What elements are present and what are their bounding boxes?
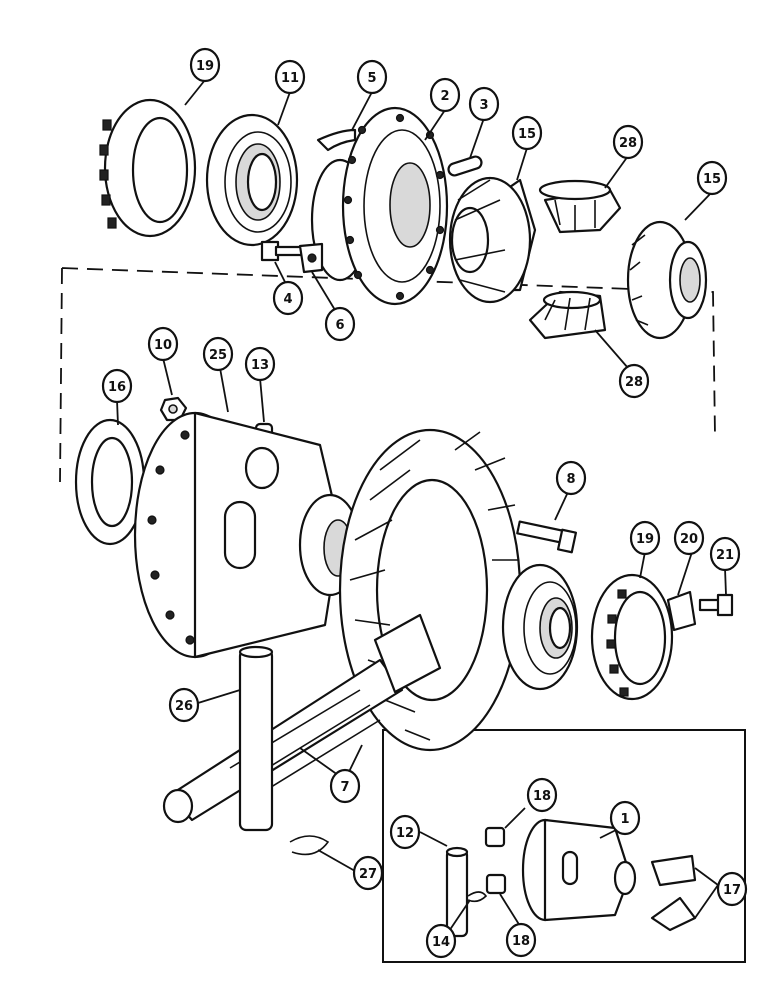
callout-c5: 5 bbox=[356, 59, 388, 95]
callout-c28b: 28 bbox=[618, 363, 650, 399]
side-gear-right bbox=[626, 220, 708, 340]
callout-c8: 8 bbox=[555, 460, 587, 496]
callout-c28a: 28 bbox=[612, 124, 644, 160]
inset-bushing-top bbox=[484, 826, 506, 848]
svg-text:19: 19 bbox=[636, 532, 654, 547]
callout-c1: 1 bbox=[609, 800, 641, 836]
inset-pin bbox=[445, 846, 469, 938]
svg-text:3: 3 bbox=[479, 98, 488, 113]
thrust-washer bbox=[74, 418, 146, 546]
adjuster-nut-top bbox=[99, 98, 197, 238]
svg-text:14: 14 bbox=[432, 935, 450, 950]
callout-c18a: 18 bbox=[526, 777, 558, 813]
svg-text:4: 4 bbox=[283, 292, 292, 307]
adjuster-nut-right bbox=[590, 573, 674, 701]
svg-text:28: 28 bbox=[619, 136, 637, 151]
callout-c2: 2 bbox=[429, 77, 461, 113]
inset-snap-ring bbox=[467, 891, 488, 903]
svg-text:21: 21 bbox=[716, 548, 734, 563]
svg-text:18: 18 bbox=[533, 789, 551, 804]
callout-c14: 14 bbox=[425, 923, 457, 959]
inset-bushing-bottom bbox=[485, 873, 507, 895]
callout-c13: 13 bbox=[244, 346, 276, 382]
svg-text:19: 19 bbox=[196, 59, 214, 74]
inset-pinion-gears bbox=[650, 854, 697, 932]
callout-c18b: 18 bbox=[505, 922, 537, 958]
svg-text:15: 15 bbox=[518, 127, 536, 142]
svg-text:15: 15 bbox=[703, 172, 721, 187]
case-half-flange bbox=[310, 106, 449, 306]
callout-c12: 12 bbox=[389, 814, 421, 850]
inset-case-assembly bbox=[521, 818, 637, 922]
pinion-gear-bottom bbox=[528, 290, 607, 340]
svg-text:25: 25 bbox=[209, 348, 227, 363]
svg-text:6: 6 bbox=[335, 318, 344, 333]
svg-text:20: 20 bbox=[680, 532, 698, 547]
bearing-right bbox=[501, 563, 579, 691]
bolt-and-tab bbox=[260, 240, 324, 274]
svg-text:8: 8 bbox=[566, 472, 575, 487]
callout-c17: 17 bbox=[716, 871, 748, 907]
callout-c19a: 19 bbox=[189, 47, 221, 83]
leader-lines bbox=[116, 79, 727, 941]
pin-small bbox=[447, 155, 483, 177]
lock-plate bbox=[316, 128, 357, 152]
callout-c11: 11 bbox=[274, 59, 306, 95]
pinion-shaft bbox=[162, 613, 442, 824]
svg-text:7: 7 bbox=[340, 780, 349, 795]
snap-ring bbox=[289, 835, 330, 856]
callout-c25: 25 bbox=[202, 336, 234, 372]
side-gear-left bbox=[448, 176, 537, 304]
svg-text:28: 28 bbox=[625, 375, 643, 390]
svg-text:5: 5 bbox=[367, 71, 376, 86]
callout-c21: 21 bbox=[709, 536, 741, 572]
ring-gear-bolt bbox=[516, 520, 578, 554]
svg-text:16: 16 bbox=[108, 380, 126, 395]
callout-c16: 16 bbox=[101, 368, 133, 404]
svg-text:18: 18 bbox=[512, 934, 530, 949]
svg-text:12: 12 bbox=[396, 826, 414, 841]
lock-tab-and-bolt bbox=[666, 590, 734, 632]
svg-text:2: 2 bbox=[440, 89, 449, 104]
callout-c10: 10 bbox=[147, 326, 179, 362]
differential-case bbox=[133, 411, 362, 659]
callout-c27: 27 bbox=[352, 855, 384, 891]
svg-text:11: 11 bbox=[281, 71, 299, 86]
callout-c26: 26 bbox=[168, 687, 200, 723]
svg-text:10: 10 bbox=[154, 338, 172, 353]
bearing-top bbox=[205, 113, 299, 247]
svg-text:13: 13 bbox=[251, 358, 269, 373]
callout-c7: 7 bbox=[329, 768, 361, 804]
svg-text:1: 1 bbox=[620, 812, 629, 827]
svg-text:17: 17 bbox=[723, 883, 741, 898]
cross-shaft bbox=[238, 645, 274, 832]
callout-c19b: 19 bbox=[629, 520, 661, 556]
callout-c15a: 15 bbox=[511, 115, 543, 151]
callout-c15b: 15 bbox=[696, 160, 728, 196]
assembly-dashed-outline bbox=[59, 267, 716, 483]
inset-frame bbox=[382, 729, 746, 963]
callout-c20: 20 bbox=[673, 520, 705, 556]
callout-c3: 3 bbox=[468, 86, 500, 122]
svg-text:27: 27 bbox=[359, 867, 377, 882]
pinion-gear-top bbox=[538, 179, 622, 234]
callout-c6: 6 bbox=[324, 306, 356, 342]
callout-c4: 4 bbox=[272, 280, 304, 316]
svg-text:26: 26 bbox=[175, 699, 193, 714]
